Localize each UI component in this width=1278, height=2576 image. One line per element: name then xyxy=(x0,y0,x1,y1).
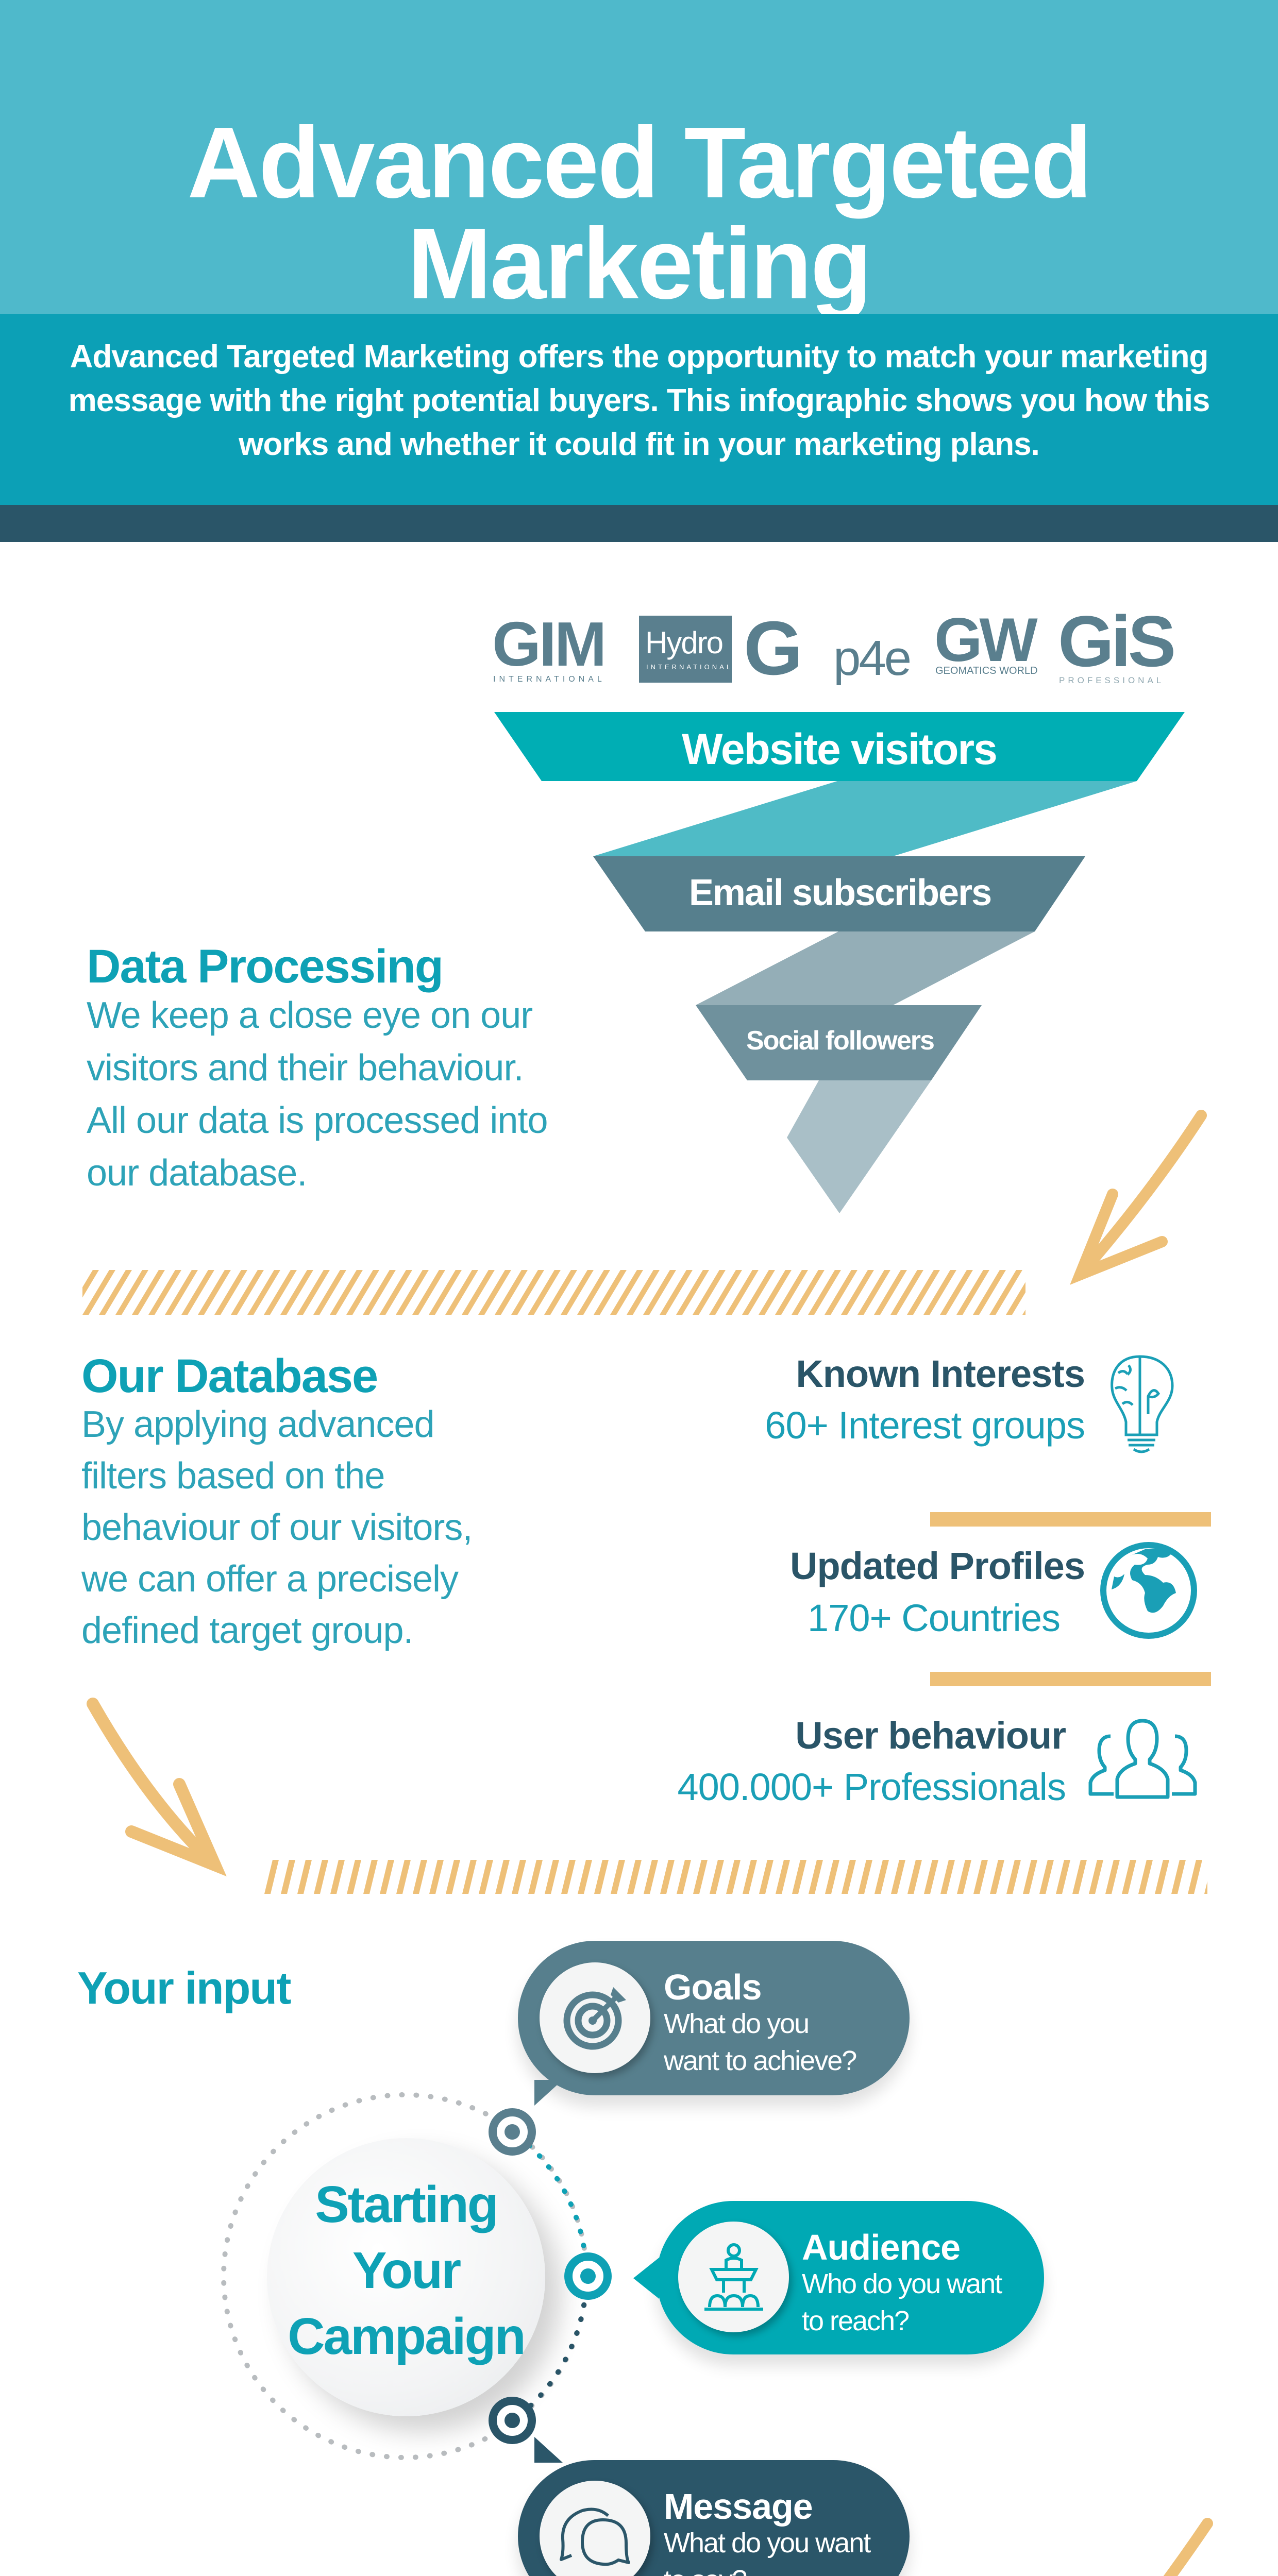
stat-title-updated-profiles: Updated Profiles xyxy=(790,1545,1085,1587)
database-text: By applying advanced filters based on th… xyxy=(81,1404,473,1651)
funnel-level-email-subscribers: Email subscribers xyxy=(688,872,992,913)
intro-banner xyxy=(0,314,1278,505)
stat-title-known-interests: Known Interests xyxy=(796,1352,1085,1395)
stat-divider xyxy=(930,1672,1211,1686)
logo-p4e: p4e xyxy=(833,631,912,686)
logo-g: G xyxy=(744,606,803,691)
campaign-center-label: Starting Your Campaign xyxy=(288,2176,526,2365)
campaign-item-audience: Audience Who do you want to reach? xyxy=(633,2201,1044,2354)
publication-logos: GIM INTERNATIONAL Hydro INTERNATIONAL G … xyxy=(492,601,1176,691)
stat-value-user-behaviour: 400.000+ Professionals xyxy=(677,1766,1066,1808)
globe-icon xyxy=(1100,1542,1197,1639)
stat-value-known-interests: 60+ Interest groups xyxy=(765,1404,1085,1447)
header-divider xyxy=(0,505,1278,542)
campaign-item-goals: Goals What do you want to achieve? xyxy=(518,1941,910,2106)
data-processing-text: We keep a close eye on our visitors and … xyxy=(87,995,548,1194)
funnel-level-website-visitors: Website visitors xyxy=(682,725,998,773)
campaign-node-audience xyxy=(564,2252,612,2300)
stat-value-updated-profiles: 170+ Countries xyxy=(808,1597,1061,1639)
logo-hydro: Hydro INTERNATIONAL xyxy=(639,616,732,683)
decorative-arrow-icon xyxy=(1163,2518,1213,2576)
audience-description: Who do you want to reach? xyxy=(802,2268,1002,2336)
stat-title-user-behaviour: User behaviour xyxy=(795,1714,1066,1757)
page-title: Advanced Targeted Marketing xyxy=(187,106,1092,320)
intro-text: Advanced Targeted Marketing offers the o… xyxy=(68,339,1210,462)
users-group-icon xyxy=(1088,1719,1197,1799)
funnel-graphic xyxy=(494,712,1185,1213)
chat-bubbles-icon xyxy=(540,2481,650,2576)
section-heading-your-input: Your input xyxy=(77,1962,291,2013)
campaign-node-goals xyxy=(489,2108,536,2156)
stripe-divider xyxy=(82,1270,1025,1316)
stripe-divider xyxy=(264,1860,1207,1895)
campaign-item-message: Message What do you want to say? xyxy=(518,2437,910,2576)
target-icon xyxy=(540,1962,650,2073)
message-description: What do you want to say? xyxy=(664,2528,871,2576)
funnel-level-social-followers: Social followers xyxy=(746,1026,935,1056)
section-heading-data-processing: Data Processing xyxy=(87,940,444,993)
decorative-arrow-icon xyxy=(1070,1110,1207,1285)
section-heading-our-database: Our Database xyxy=(81,1350,378,1402)
campaign-node-message xyxy=(489,2397,536,2444)
title-banner xyxy=(0,0,1278,314)
decorative-arrow-icon xyxy=(87,1698,227,1877)
goals-description: What do you want to achieve? xyxy=(664,2008,857,2076)
stat-divider xyxy=(930,1512,1211,1527)
campaign-center-circle xyxy=(267,2138,545,2416)
lightbulb-brain-icon xyxy=(1111,1355,1174,1453)
audience-icon xyxy=(678,2222,789,2332)
